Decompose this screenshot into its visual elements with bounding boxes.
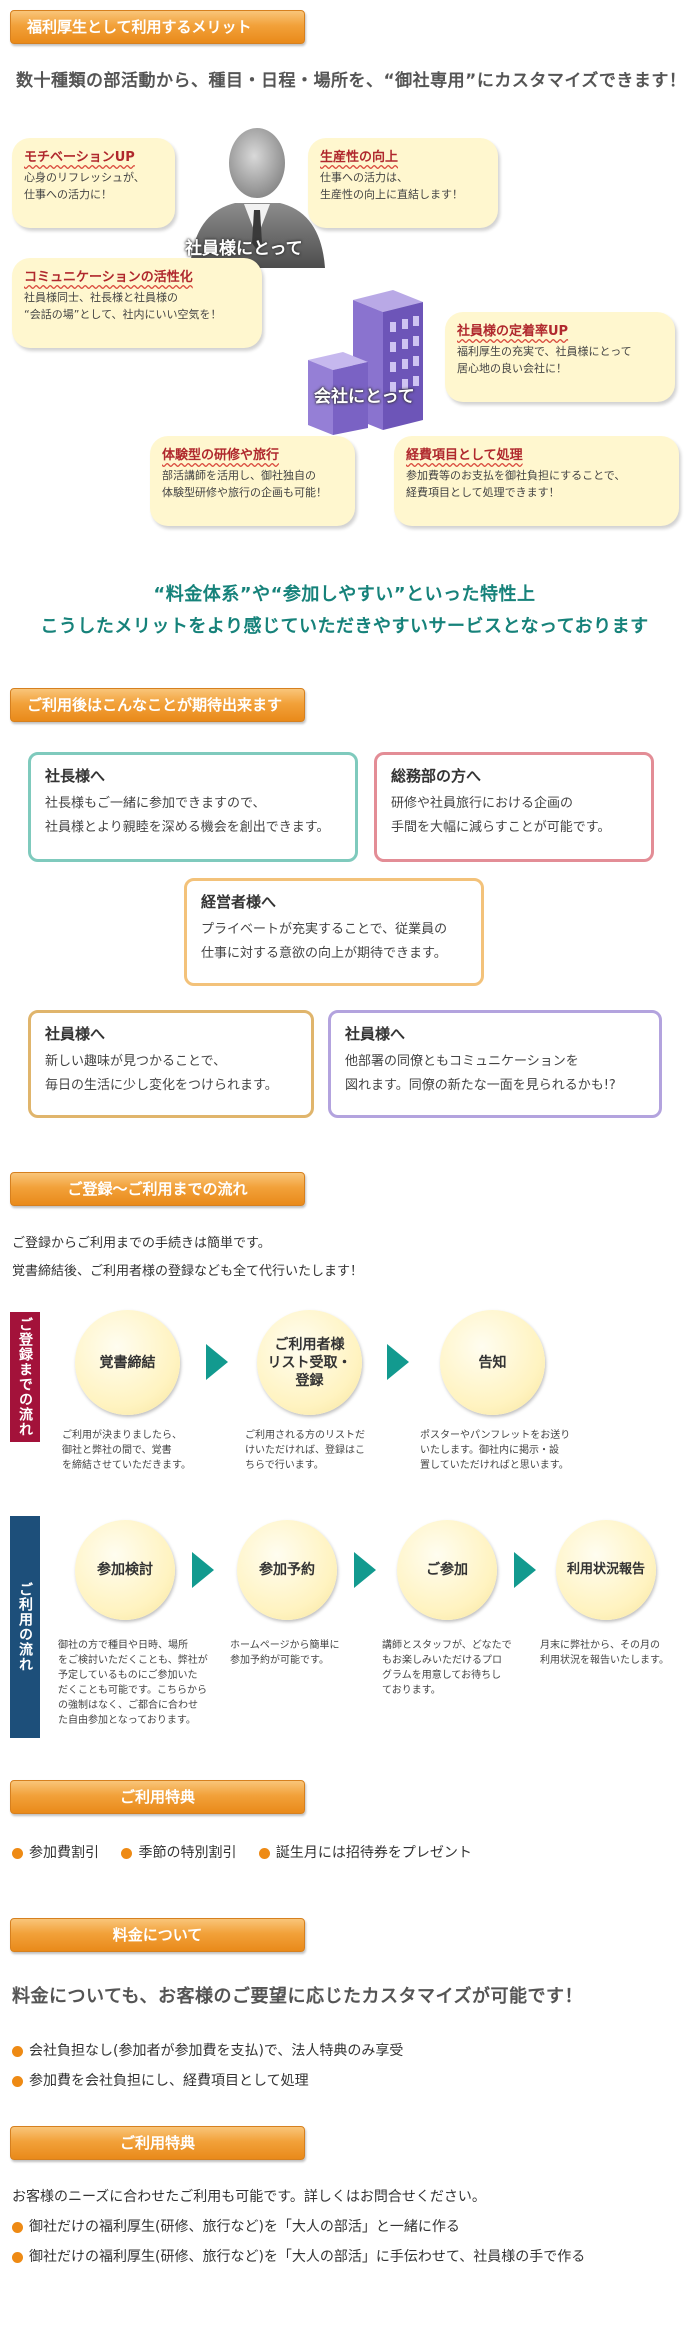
benefits2-item-text: 御社だけの福利厚生(研修、旅行など)を「大人の部活」と一緒に作る: [29, 2219, 460, 2235]
benefit-list: 参加費割引 季節の特別割引 誕生月には招待券をプレゼント: [12, 1842, 472, 1862]
step-title: 利用状況報告: [566, 1562, 645, 1577]
flow-intro-1: ご登録からご利用までの手続きは簡単です。: [12, 1236, 271, 1251]
pricing-section-header: 料金について: [10, 1918, 305, 1952]
merit-bubble-title: 体験型の研修や旅行: [162, 448, 280, 463]
benefit-item: 参加費割引: [29, 1845, 99, 1861]
expect-card-employee-1: 社員様へ 新しい趣味が見つかることで、 毎日の生活に少し変化をつけられます。: [28, 1010, 314, 1118]
step-reservation: 参加予約: [237, 1520, 337, 1620]
merit-bubble-desc: 心身のリフレッシュが、 仕事への活力に！: [24, 171, 145, 201]
merit-section-header: 福利厚生として利用するメリット: [10, 10, 305, 44]
expect-card-general-affairs: 総務部の方へ 研修や社員旅行における企画の 手間を大幅に減らすことが可能です。: [374, 752, 654, 862]
step-desc: 御社の方で種目や日時、場所 をご検討いただくことも、弊社が 予定しているものにご…: [58, 1640, 208, 1726]
benefits-section-header: ご利用特典: [10, 1780, 305, 1814]
merit-bubble-desc: 福利厚生の充実で、社員様にとって 居心地の良い会社に！: [457, 345, 632, 375]
expect-section-header: ご利用後はこんなことが期待出来ます: [10, 688, 305, 722]
benefit-item: 誕生月には招待券をプレゼント: [275, 1845, 472, 1861]
step-report: 利用状況報告: [556, 1520, 656, 1620]
merit-bubble-title: 社員様の定着率UP: [457, 324, 569, 339]
step-desc: ご利用が決まりましたら、 御社と弊社の間で、覚書 を締結させていただきます。: [62, 1430, 191, 1471]
merit-conclusion-line2: こうしたメリットをより感じていただきやすいサービスとなっております: [40, 616, 649, 637]
bullet-dot-icon: [12, 2251, 23, 2263]
expect-card-president: 社長様へ 社長様もご一緒に参加できますので、 社員様とより親睦を深める機会を創出…: [28, 752, 358, 862]
benefits2-item-text: 御社だけの福利厚生(研修、旅行など)を「大人の部活」に手伝わせて、社員様の手で作…: [29, 2249, 586, 2265]
merit-bubble-training: 体験型の研修や旅行 部活講師を活用し、御社独自の 体験型研修や旅行の企画も可能！: [150, 436, 355, 526]
arrow-right-icon: [514, 1552, 536, 1588]
step-title: ご参加: [426, 1562, 468, 1578]
flow-intro-2: 覚書締結後、ご利用者様の登録なども全て代行いたします！: [12, 1264, 364, 1279]
step-desc: 講師とスタッフが、どなたで もお楽しみいただけるプロ グラムを用意してお待ちし …: [382, 1640, 512, 1696]
expect-card-title: 社員様へ: [45, 1025, 106, 1043]
registration-flow-label: ご登録までの流れ: [10, 1312, 40, 1442]
bullet-dot-icon: [12, 2221, 23, 2233]
step-title: 覚書締結: [99, 1354, 156, 1371]
step-participate: ご参加: [397, 1520, 497, 1620]
merit-bubble-motivation: モチベーションUP 心身のリフレッシュが、 仕事への活力に！: [12, 138, 175, 228]
businessman-illustration: [180, 118, 335, 268]
merit-bubble-desc: 参加費等のお支払を御社負担にすることで、 経費項目として処理できます！: [406, 469, 626, 499]
step-title: 参加検討: [97, 1562, 153, 1578]
company-label: 会社にとって: [314, 387, 415, 407]
merit-bubble-retention: 社員様の定着率UP 福利厚生の充実で、社員様にとって 居心地の良い会社に！: [445, 312, 675, 402]
step-title: 告知: [478, 1354, 507, 1371]
merit-bubble-productivity: 生産性の向上 仕事への活力は、 生産性の向上に直結します！: [308, 138, 498, 228]
merit-subtitle: 数十種類の部活動から、種目・日程・場所を、“御社専用”にカスタマイズできます！: [16, 71, 687, 91]
bullet-dot-icon: [121, 1847, 133, 1859]
expect-card-title: 社長様へ: [45, 767, 106, 785]
benefits2-item: 御社だけの福利厚生(研修、旅行など)を「大人の部活」と一緒に作る: [12, 2216, 460, 2236]
arrow-right-icon: [387, 1344, 409, 1380]
expect-card-desc: プライベートが充実することで、従業員の 仕事に対する意欲の向上が期待できます。: [201, 922, 448, 961]
benefit-item: 季節の特別割引: [138, 1845, 237, 1861]
pricing-item-text: 参加費を会社負担にし、経費項目として処理: [29, 2073, 309, 2089]
usage-flow-label: ご利用の流れ: [10, 1516, 40, 1738]
step-desc: ご利用される方のリストだ けいただければ、登録はこ ちらで行います。: [245, 1430, 365, 1471]
step-announcement: 告知: [440, 1310, 545, 1415]
expect-card-desc: 社長様もご一緒に参加できますので、 社員様とより親睦を深める機会を創出できます。: [45, 796, 330, 835]
merit-bubble-desc: 社員様同士、社長様と社員様の “会話の場”として、社内にいい空気を！: [24, 291, 222, 321]
step-consider: 参加検討: [75, 1520, 175, 1620]
building-illustration: [298, 290, 448, 435]
merit-bubble-expenses: 経費項目として処理 参加費等のお支払を御社負担にすることで、 経費項目として処理…: [394, 436, 679, 526]
arrow-right-icon: [354, 1552, 376, 1588]
pricing-item: 会社負担なし(参加者が参加費を支払)で、法人特典のみ享受: [12, 2040, 403, 2060]
expect-card-title: 社員様へ: [345, 1025, 406, 1043]
expect-card-title: 総務部の方へ: [391, 767, 482, 785]
merit-bubble-title: コミュニケーションの活性化: [24, 270, 193, 285]
benefits2-section-header: ご利用特典: [10, 2126, 305, 2160]
merit-bubble-title: モチベーションUP: [24, 150, 135, 165]
bullet-dot-icon: [258, 1847, 270, 1859]
merit-bubble-desc: 仕事への活力は、 生産性の向上に直結します！: [320, 171, 463, 201]
step-title: 参加予約: [259, 1562, 315, 1578]
expect-card-desc: 他部署の同僚ともコミュニケーションを 図れます。同僚の新たな一面を見られるかも!…: [345, 1054, 616, 1093]
step-desc: 月末に弊社から、その月の 利用状況を報告いたします。: [540, 1640, 669, 1666]
arrow-right-icon: [206, 1344, 228, 1380]
employee-label: 社員様にとって: [185, 239, 303, 259]
expect-card-employee-2: 社員様へ 他部署の同僚ともコミュニケーションを 図れます。同僚の新たな一面を見ら…: [328, 1010, 662, 1118]
step-memorandum: 覚書締結: [75, 1310, 180, 1415]
pricing-subtitle: 料金についても、お客様のご要望に応じたカスタマイズが可能です！: [12, 1986, 583, 2007]
pricing-item: 参加費を会社負担にし、経費項目として処理: [12, 2070, 309, 2090]
pricing-item-text: 会社負担なし(参加者が参加費を支払)で、法人特典のみ享受: [29, 2043, 404, 2059]
expect-card-desc: 研修や社員旅行における企画の 手間を大幅に減らすことが可能です。: [391, 796, 611, 835]
bullet-dot-icon: [12, 1847, 23, 1859]
merit-conclusion-line1: “料金体系”や“参加しやすい”といった特性上: [153, 584, 536, 605]
step-desc: ホームページから簡単に 参加予約が可能です。: [230, 1640, 340, 1666]
bullet-dot-icon: [12, 2075, 23, 2087]
merit-bubble-desc: 部活講師を活用し、御社独自の 体験型研修や旅行の企画も可能！: [162, 469, 327, 499]
expect-card-executive: 経営者様へ プライベートが充実することで、従業員の 仕事に対する意欲の向上が期待…: [184, 878, 484, 986]
merit-bubble-title: 生産性の向上: [320, 150, 399, 165]
expect-card-title: 経営者様へ: [201, 893, 277, 911]
step-title: ご利用者様 リスト受取・ 登録: [267, 1336, 352, 1389]
step-desc: ポスターやパンフレットをお送り いたします。御社内に掲示・設 置していただければ…: [420, 1430, 571, 1471]
bullet-dot-icon: [12, 2045, 23, 2057]
businessman-icon: [190, 128, 325, 268]
benefits2-item: 御社だけの福利厚生(研修、旅行など)を「大人の部活」に手伝わせて、社員様の手で作…: [12, 2246, 585, 2266]
arrow-right-icon: [192, 1552, 214, 1588]
flow-section-header: ご登録～ご利用までの流れ: [10, 1172, 305, 1206]
merit-bubble-title: 経費項目として処理: [406, 448, 523, 463]
building-icon: [308, 290, 423, 435]
merit-bubble-communication: コミュニケーションの活性化 社員様同士、社長様と社員様の “会話の場”として、社…: [12, 258, 262, 348]
expect-card-desc: 新しい趣味が見つかることで、 毎日の生活に少し変化をつけられます。: [45, 1054, 278, 1093]
benefits2-intro: お客様のニーズに合わせたご利用も可能です。詳しくはお問合せください。: [12, 2189, 486, 2205]
step-user-list: ご利用者様 リスト受取・ 登録: [257, 1310, 362, 1415]
